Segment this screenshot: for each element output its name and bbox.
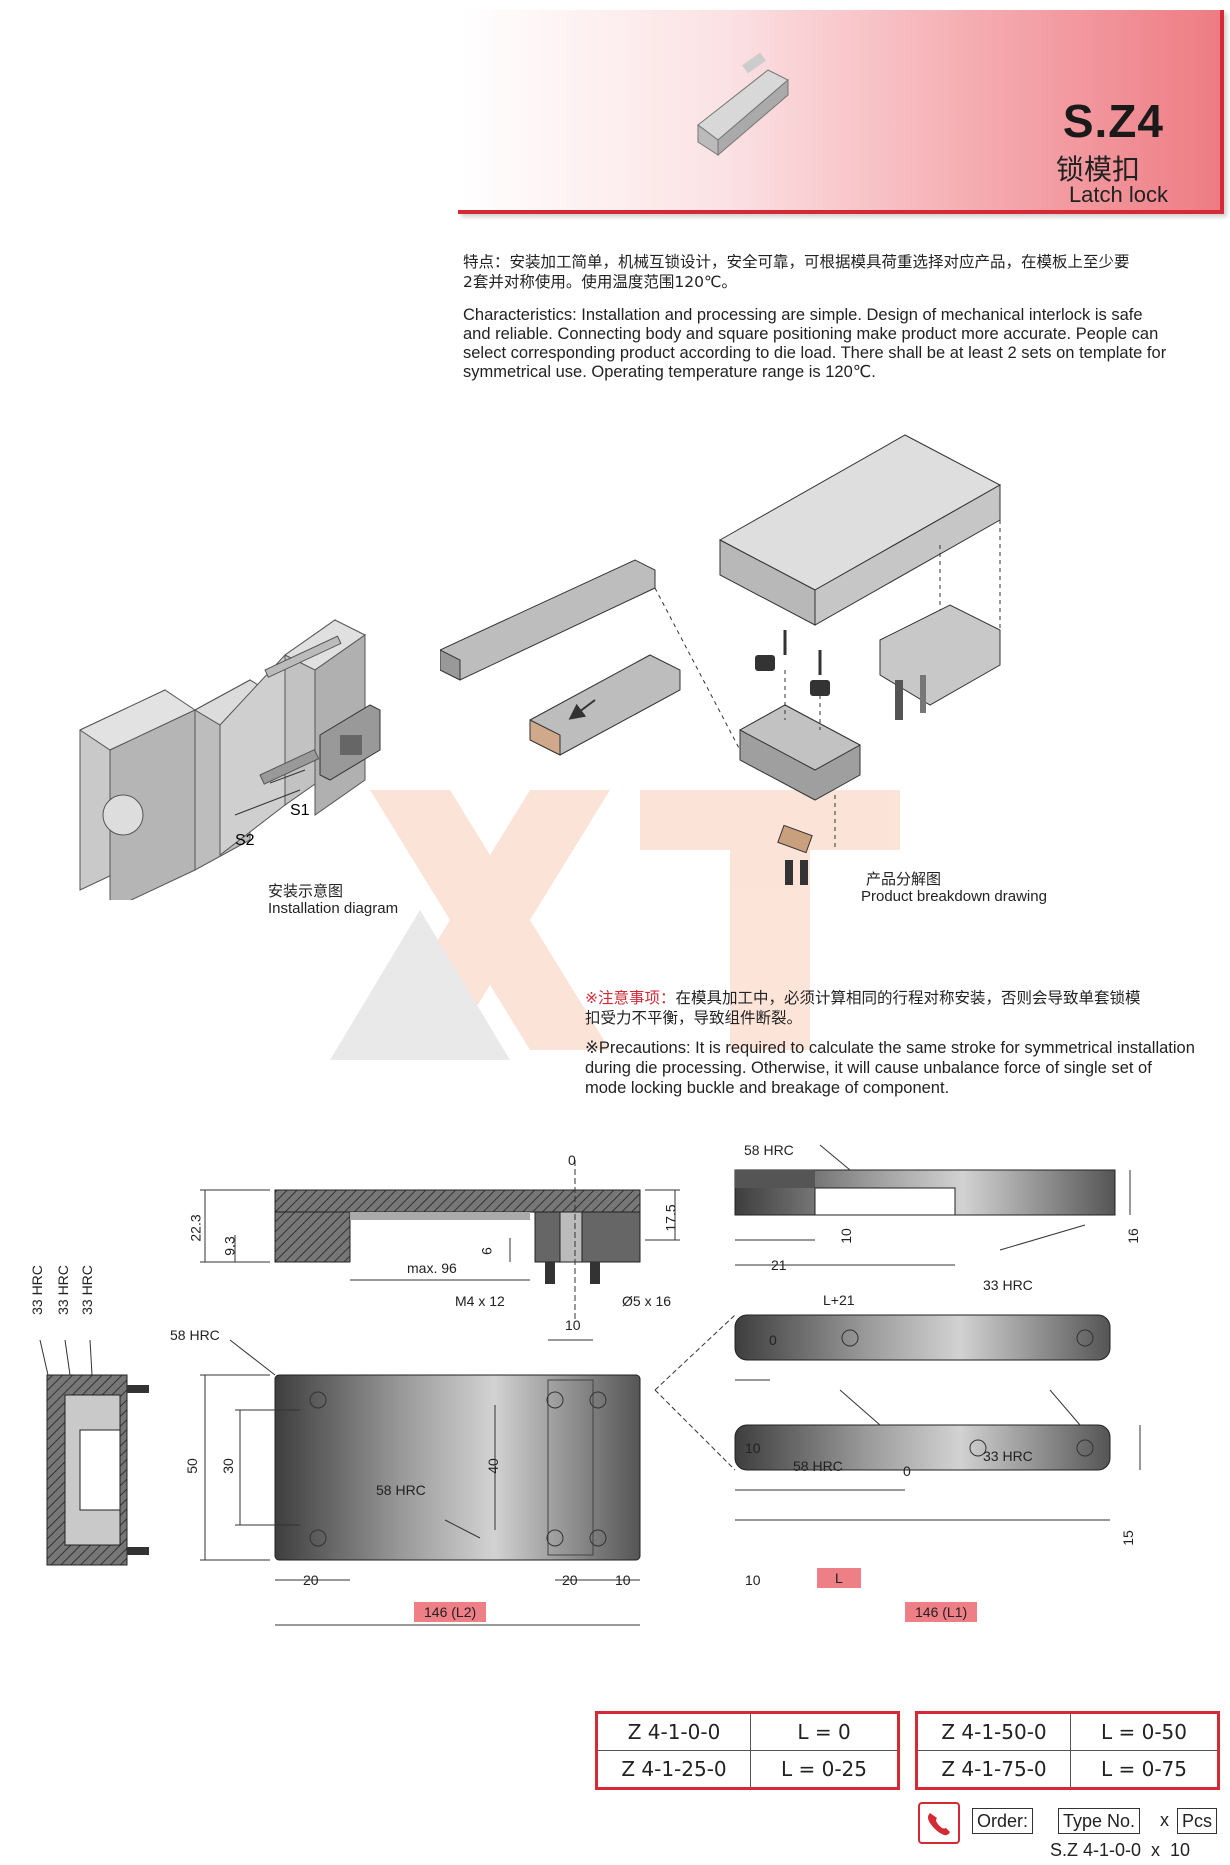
hrc-58-center: 58 HRC xyxy=(376,1482,426,1498)
product-title-cn: 锁模扣 xyxy=(1055,153,1140,186)
precautions-en-line: mode locking buckle and breakage of comp… xyxy=(585,1079,950,1097)
intro-en-line: Characteristics: Installation and proces… xyxy=(463,306,1143,324)
order-example: S.Z 4-1-0-0 x 10 xyxy=(1050,1840,1191,1860)
dim-l1: 146 (L1) xyxy=(905,1602,978,1622)
hrc-58-side: 58 HRC xyxy=(744,1142,794,1158)
hrc-58-bar: 58 HRC xyxy=(793,1458,843,1474)
header-banner: S.Z4 锁模扣 Latch lock xyxy=(458,10,1224,214)
table-row: Z 4-1-0-0 L = 0 xyxy=(596,1712,899,1751)
hrc-33-bar: 33 HRC xyxy=(983,1448,1033,1464)
hrc-33-b: 33 HRC xyxy=(54,1265,71,1315)
dim-zero-bar-top: 0 xyxy=(769,1332,777,1348)
breakdown-diagram xyxy=(440,434,1002,885)
dim-9-3: 9.3 xyxy=(221,1236,238,1256)
intro-cn-line: 特点：安装加工简单，机械互锁设计，安全可靠，可根据模具荷重选择对应产品，在模板上… xyxy=(463,253,1130,271)
hrc-33-side: 33 HRC xyxy=(983,1277,1033,1293)
stroke-cell: L = 0-50 xyxy=(1070,1712,1219,1751)
product-code: S.Z4 xyxy=(1062,95,1164,147)
pcs-label: Pcs xyxy=(1177,1808,1218,1834)
dim-50: 50 xyxy=(183,1458,200,1474)
dim-22-3: 22.3 xyxy=(187,1214,204,1242)
table-row: Z 4-1-50-0 L = 0-50 xyxy=(916,1712,1219,1751)
type-no-cell: Z 4-1-75-0 xyxy=(916,1750,1071,1789)
dim-10-side: 10 xyxy=(837,1228,854,1244)
precautions-cn-line: ※注意事项：在模具加工中，必须计算相同的行程对称安装，否则会导致单套锁模 xyxy=(585,988,1225,1008)
hrc-33-a: 33 HRC xyxy=(28,1265,45,1315)
times-sign: x xyxy=(1160,1810,1169,1830)
precautions-en-line: during die processing. Otherwise, it wil… xyxy=(585,1059,1152,1077)
phone-icon xyxy=(918,1802,960,1844)
type-no-cell: Z 4-1-50-0 xyxy=(916,1712,1071,1751)
s2-label: S2 xyxy=(235,832,255,849)
hrc-33-c: 33 HRC xyxy=(78,1265,95,1315)
precautions-cn-line: 扣受力不平衡，导致组件断裂。 xyxy=(585,1009,803,1027)
order-label: Order: xyxy=(972,1808,1034,1834)
intro-en: Characteristics: Installation and proces… xyxy=(463,306,1223,382)
hrc-58-plan: 58 HRC xyxy=(170,1327,220,1343)
installation-diagram: S2 S1 xyxy=(78,619,381,900)
dim-10-bar-bottom: 10 xyxy=(745,1572,761,1588)
dim-zero-top: 0 xyxy=(568,1152,576,1168)
table-row: Z 4-1-25-0 L = 0-25 xyxy=(596,1750,899,1789)
install-label-en: Installation diagram xyxy=(268,900,399,917)
table-row: Z 4-1-75-0 L = 0-75 xyxy=(916,1750,1219,1789)
dim-40: 40 xyxy=(484,1458,501,1474)
dim-9: 9 xyxy=(478,1247,495,1255)
dim-21: 21 xyxy=(771,1257,787,1273)
type-no-label: Type No. xyxy=(1058,1808,1141,1834)
dim-16: 16 xyxy=(1124,1228,1141,1244)
dim-10-top: 10 xyxy=(565,1317,581,1333)
precautions-en: ※Precautions: It is required to calculat… xyxy=(585,1038,1225,1098)
intro-cn-line: 2套并对称使用。使用温度范围120℃。 xyxy=(463,273,737,291)
s1-label: S1 xyxy=(290,802,310,819)
dim-l: L xyxy=(817,1568,861,1588)
dim-o5x16: Ø5 x 16 xyxy=(622,1293,672,1309)
install-label-cn: 安装示意图 xyxy=(268,882,344,900)
dim-17-5: 17.5 xyxy=(662,1204,679,1232)
stroke-cell: L = 0-75 xyxy=(1070,1750,1219,1789)
precautions-cn-head: ※注意事项： xyxy=(585,989,676,1007)
dim-l-plus-21: L+21 xyxy=(823,1292,855,1308)
dim-30: 30 xyxy=(219,1458,236,1474)
stroke-cell: L = 0 xyxy=(750,1712,899,1751)
precautions-en-line: ※Precautions: It is required to calculat… xyxy=(585,1039,1195,1057)
dim-20-left: 20 xyxy=(303,1572,319,1588)
product-title-en: Latch lock xyxy=(1068,182,1168,207)
dim-l2: 146 (L2) xyxy=(414,1602,487,1622)
dim-m4x12: M4 x 12 xyxy=(455,1293,505,1309)
intro-en-line: select corresponding product according t… xyxy=(463,344,1167,362)
type-no-cell: Z 4-1-25-0 xyxy=(596,1750,751,1789)
spec-table-2: Z 4-1-50-0 L = 0-50 Z 4-1-75-0 L = 0-75 xyxy=(915,1711,1220,1790)
dim-max-96: max. 96 xyxy=(407,1260,457,1276)
dim-20-right: 20 xyxy=(562,1572,578,1588)
dim-zero-bar-bottom: 0 xyxy=(903,1463,911,1479)
breakdown-label-cn: 产品分解图 xyxy=(866,870,942,888)
spec-table-1: Z 4-1-0-0 L = 0 Z 4-1-25-0 L = 0-25 xyxy=(595,1711,900,1790)
stroke-cell: L = 0-25 xyxy=(750,1750,899,1789)
precautions-cn-text: 在模具加工中，必须计算相同的行程对称安装，否则会导致单套锁模 xyxy=(675,989,1141,1007)
technical-drawing xyxy=(39,1144,1141,1626)
intro-en-line: and reliable. Connecting body and square… xyxy=(463,325,1159,343)
dim-15: 15 xyxy=(1119,1530,1136,1546)
breakdown-label-en: Product breakdown drawing xyxy=(861,888,1047,905)
precautions-cn: ※注意事项：在模具加工中，必须计算相同的行程对称安装，否则会导致单套锁模 扣受力… xyxy=(585,988,1225,1028)
dim-10-bar: 10 xyxy=(745,1440,761,1456)
xt-watermark-logo xyxy=(330,790,900,1060)
product-thumbnail xyxy=(697,52,789,157)
dim-10-right: 10 xyxy=(615,1572,631,1588)
type-no-cell: Z 4-1-0-0 xyxy=(596,1712,751,1751)
intro-cn: 特点：安装加工简单，机械互锁设计，安全可靠，可根据模具荷重选择对应产品，在模板上… xyxy=(463,252,1223,292)
intro-en-line: symmetrical use. Operating temperature r… xyxy=(463,363,876,381)
